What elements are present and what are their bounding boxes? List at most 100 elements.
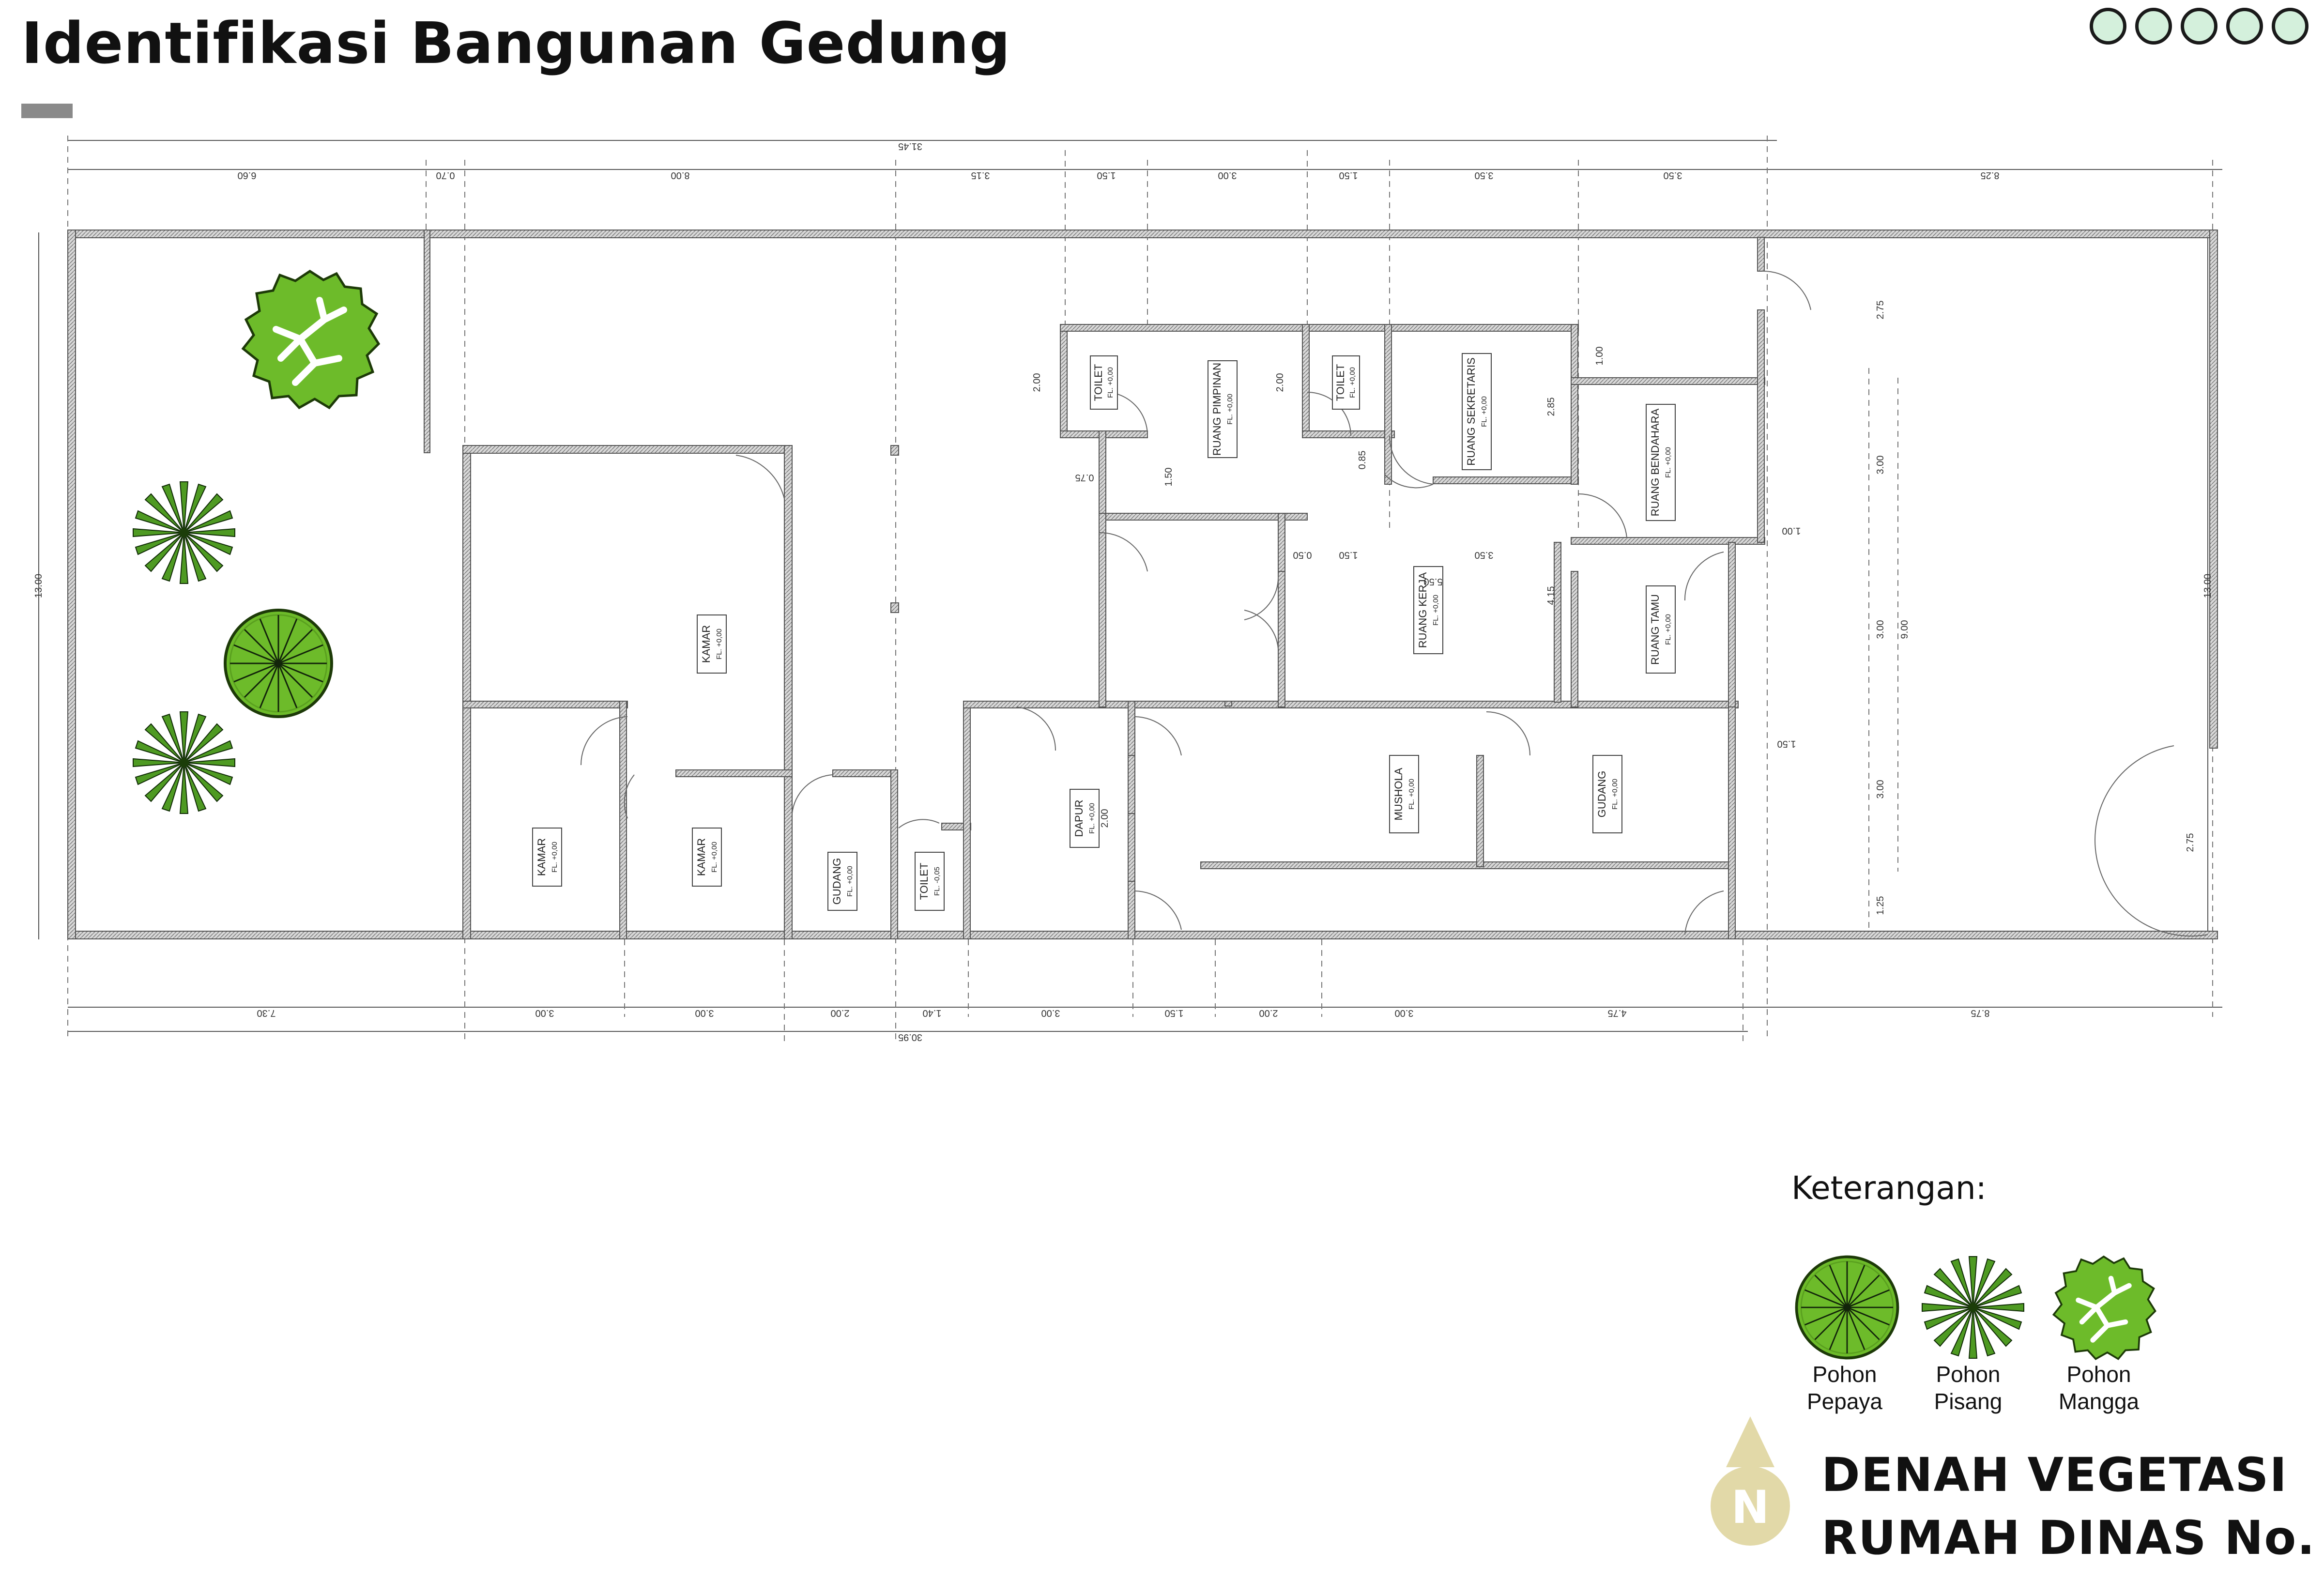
page-dot[interactable] — [2135, 8, 2172, 45]
room-ruang-sekretaris: RUANG SEKRETARIS FL. +0,00 — [1462, 353, 1492, 470]
room-floor-level: FL. +0,00 — [1664, 614, 1672, 645]
dimension-label: 1.40 — [923, 1008, 942, 1018]
dimension-label: 0.85 — [1357, 451, 1368, 470]
page-indicator-dots — [2090, 8, 2309, 45]
title-underline-bar — [21, 104, 73, 118]
dimension-label: 3.00 — [695, 1008, 714, 1018]
room-name: MUSHOLA — [1392, 767, 1405, 820]
legend-label-line: Pohon — [2066, 1362, 2131, 1387]
room-name: RUANG SEKRETARIS — [1465, 357, 1477, 465]
dimension-label: 3.50 — [1475, 170, 1494, 181]
room-floor-level: FL. +0,00 — [1664, 447, 1672, 478]
page-dot[interactable] — [2181, 8, 2217, 45]
dimension-label: 6.60 — [238, 170, 257, 181]
legend-title: Keterangan: — [1791, 1169, 1987, 1207]
room-name: RUANG BENDAHARA — [1649, 408, 1661, 516]
papaya-tree-icon — [225, 610, 332, 717]
dimension-label: 1.50 — [1777, 738, 1796, 749]
room-gudang: GUDANG FL. +0,00 — [827, 852, 857, 911]
dimension-label-left: 13.00 — [33, 574, 44, 598]
mango-tree-icon — [2054, 1257, 2156, 1359]
banana-tree-icon — [133, 711, 235, 814]
dimension-label: 1.50 — [1097, 170, 1116, 181]
legend-label-line: Pohon — [1936, 1362, 2001, 1387]
dimension-label: 3.00 — [535, 1008, 554, 1018]
room-name: RUANG PIMPINAN — [1211, 363, 1223, 456]
page-dot[interactable] — [2272, 8, 2309, 45]
dimension-label: 2.00 — [1100, 809, 1110, 828]
north-arrow-icon: N — [1711, 1416, 1790, 1546]
door-swings — [580, 270, 2208, 937]
page-title: Identifikasi Bangunan Gedung — [21, 10, 1011, 77]
page-dot[interactable] — [2090, 8, 2126, 45]
dimension-label: 9.00 — [1899, 620, 1910, 639]
room-ruang-bendahara: RUANG BENDAHARA FL. +0,00 — [1646, 404, 1676, 521]
dimension-label: 1.00 — [1594, 347, 1605, 366]
room-toilet: TOILET FL. +0,00 — [1090, 355, 1118, 410]
room-floor-level: FL. +0,00 — [1480, 396, 1488, 427]
room-floor-level: FL. +0,00 — [1432, 595, 1440, 626]
dimension-label: 8.00 — [671, 170, 690, 181]
page-dot[interactable] — [2226, 8, 2263, 45]
dimension-lines — [38, 140, 2222, 1032]
room-kamar: KAMAR FL. +0,00 — [532, 828, 562, 887]
dimension-label: 2.00 — [1275, 373, 1285, 392]
room-floor-level: FL. +0,00 — [550, 842, 559, 873]
dimension-label: 8.25 — [1981, 170, 2000, 181]
legend-label-papaya: Pohon Pepaya — [1791, 1361, 1898, 1415]
dimension-label: 0.50 — [1293, 550, 1312, 560]
dimension-label: 3.00 — [1041, 1008, 1060, 1018]
dimension-label: 2.85 — [1546, 398, 1557, 416]
room-ruang-tamu: RUANG TAMU FL. +0,00 — [1646, 585, 1676, 674]
room-floor-level: FL. +0,00 — [1611, 779, 1619, 810]
room-floor-level: FL. +0,00 — [1088, 803, 1096, 834]
dimension-label: 0.75 — [1075, 472, 1094, 483]
room-name: KAMAR — [700, 625, 712, 663]
dimension-label: 7.30 — [257, 1008, 276, 1018]
dimension-label: 5.50 — [1424, 576, 1443, 587]
banana-tree-icon — [1922, 1256, 2024, 1359]
legend-label-line: Pepaya — [1806, 1389, 1882, 1414]
room-floor-level: FL. +0,00 — [1226, 394, 1234, 425]
dimension-labels-top: 31.45 6.60 0.70 8.00 3.15 1.50 3.00 1.50… — [238, 141, 2000, 181]
banana-tree-icon — [133, 481, 235, 584]
room-dapur: DAPUR FL. +0,00 — [1070, 789, 1100, 848]
papaya-tree-icon — [1797, 1257, 1898, 1358]
dimension-label: 1.50 — [1339, 550, 1358, 560]
dimension-label: 3.50 — [1475, 550, 1494, 560]
room-toilet: TOILET FL. -0,05 — [915, 852, 945, 911]
room-kamar: KAMAR FL. +0,00 — [697, 614, 727, 674]
room-floor-level: FL. +0,00 — [710, 842, 719, 873]
room-toilet: TOILET FL. +0,00 — [1332, 355, 1360, 410]
dimension-label: 1.25 — [1875, 896, 1886, 915]
dimension-label: 2.00 — [1259, 1008, 1278, 1018]
room-ruang-pimpinan: RUANG PIMPINAN FL. +0,00 — [1208, 360, 1238, 458]
dimension-label: 2.00 — [1032, 373, 1042, 392]
legend-label-line: Pohon — [1812, 1362, 1877, 1387]
room-floor-level: FL. +0,00 — [846, 866, 854, 897]
room-gudang: GUDANG FL. +0,00 — [1592, 755, 1622, 833]
dimension-label: 31.45 — [898, 141, 922, 152]
plan-name-line1: DENAH VEGETASI — [1821, 1448, 2288, 1502]
dimension-label: 3.50 — [1664, 170, 1682, 181]
room-name: KAMAR — [695, 838, 707, 876]
room-floor-level: FL. +0,00 — [715, 629, 723, 660]
dimension-label: 2.75 — [1875, 301, 1886, 320]
room-floor-level: FL. -0,05 — [933, 867, 941, 896]
dimension-label: 0.70 — [436, 170, 455, 181]
room-name: RUANG KERJA — [1417, 572, 1429, 648]
dimension-label: 4.15 — [1546, 586, 1557, 605]
legend-label-mango: Pohon Mangga — [2046, 1361, 2152, 1415]
north-letter: N — [1731, 1481, 1770, 1534]
room-name: TOILET — [1092, 364, 1104, 401]
grid-lines — [67, 136, 2213, 1041]
legend-label-line: Pisang — [1934, 1389, 2003, 1414]
room-name: RUANG TAMU — [1649, 594, 1661, 665]
dimension-label: 3.15 — [971, 170, 990, 181]
room-floor-level: FL. +0,00 — [1106, 367, 1115, 398]
dimension-labels-bottom: 7.30 3.00 3.00 2.00 1.40 3.00 1.50 2.00 … — [257, 1008, 1990, 1043]
dimension-label: 3.00 — [1875, 456, 1886, 475]
room-name: GUDANG — [1596, 771, 1608, 818]
dimension-label: 30.95 — [898, 1032, 922, 1043]
